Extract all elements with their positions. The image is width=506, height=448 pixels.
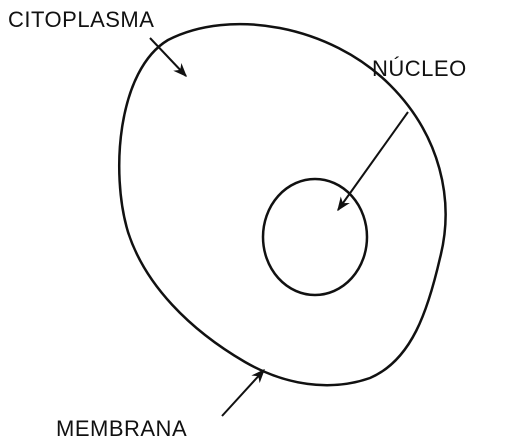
- nucleo-label: NÚCLEO: [372, 58, 467, 80]
- membrana-pointer: [222, 370, 264, 416]
- membrana-label: MEMBRANA: [56, 418, 187, 440]
- nucleus-outline: [263, 179, 367, 295]
- citoplasma-pointer: [150, 38, 186, 76]
- citoplasma-label: CITOPLASMA: [8, 9, 154, 31]
- nucleo-pointer: [338, 112, 408, 210]
